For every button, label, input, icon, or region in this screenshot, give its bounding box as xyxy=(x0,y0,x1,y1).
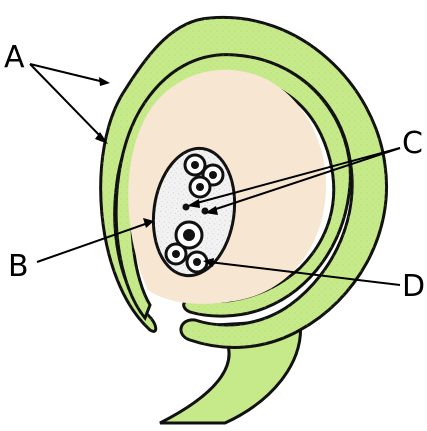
label-d: D xyxy=(402,269,425,304)
label-b: B xyxy=(8,249,29,284)
label-a: A xyxy=(4,40,25,75)
label-c: C xyxy=(402,126,423,161)
